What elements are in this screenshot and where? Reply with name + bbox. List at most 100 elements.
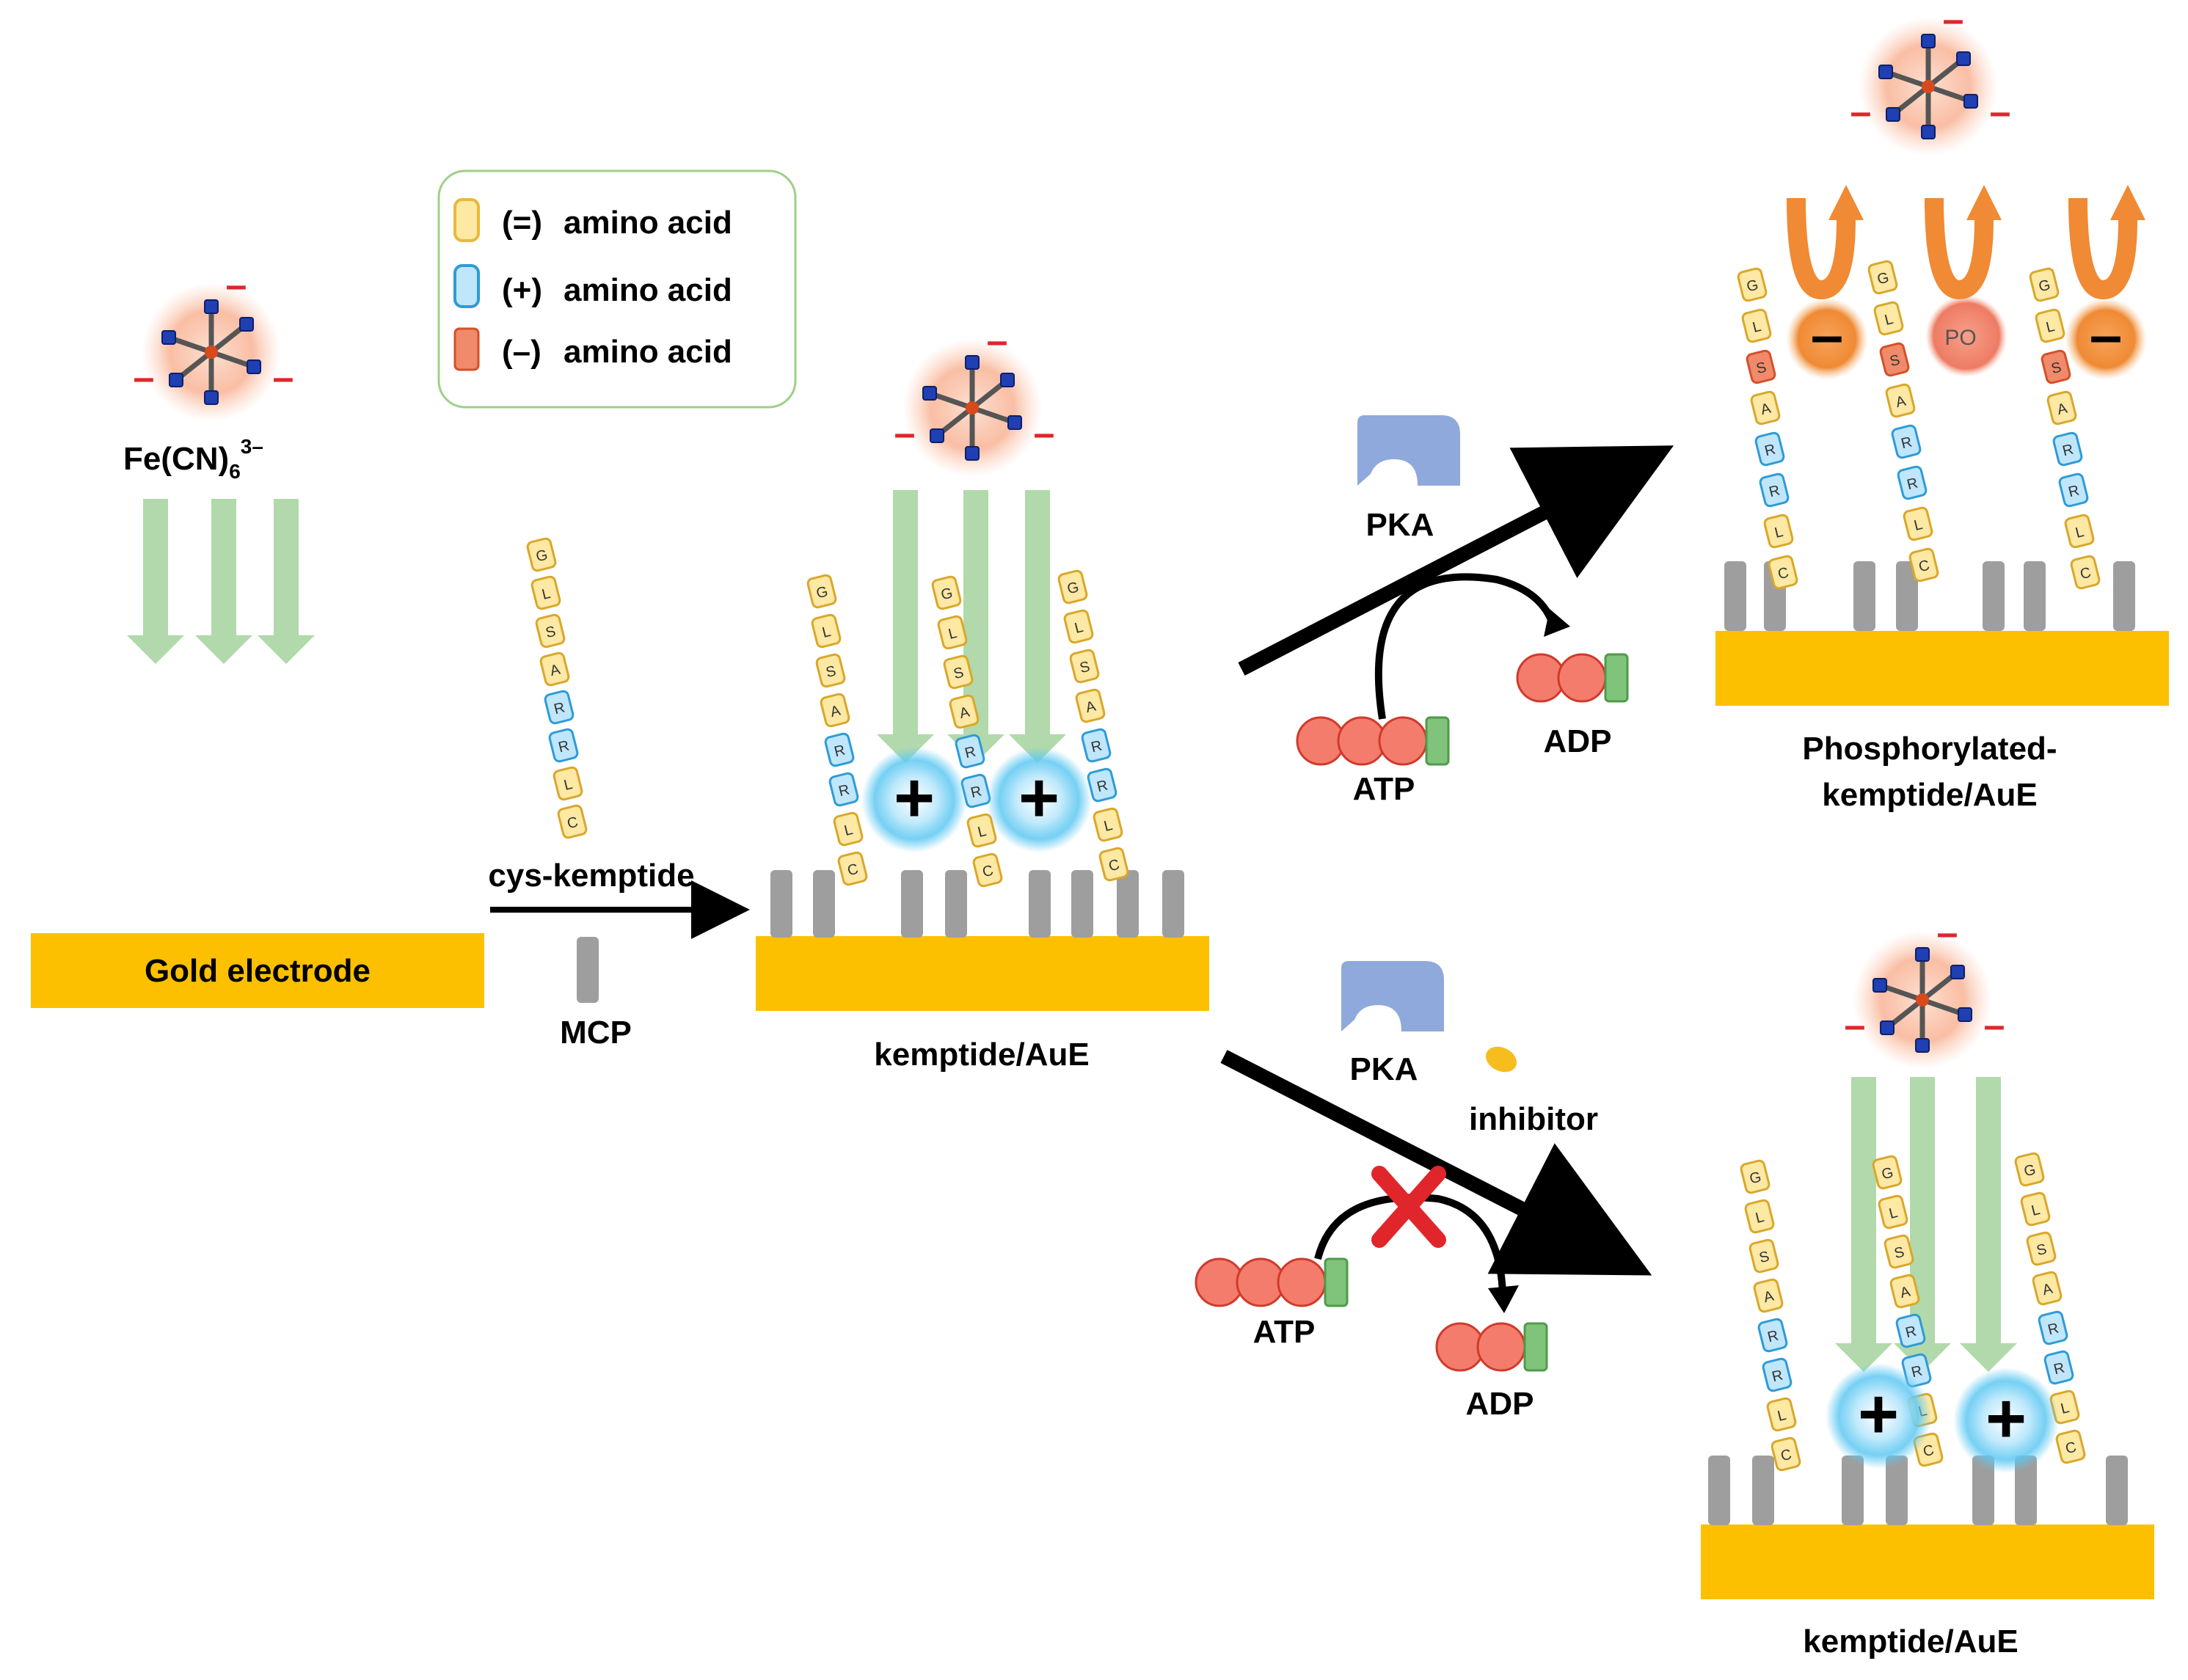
residue-r: R (955, 734, 985, 769)
residue-a: A (2046, 390, 2077, 426)
residue-box (820, 693, 850, 728)
legend-positive-text: amino acid (564, 272, 732, 308)
nitrogen-atom (1915, 947, 1930, 962)
residue-s: S (1069, 649, 1100, 684)
residue-letter: L (2030, 1202, 2041, 1219)
residue-letter: S (2035, 1241, 2048, 1260)
residue-l: L (1878, 1194, 1908, 1230)
phosphorylated-label-line2: kemptide/AuE (1822, 777, 2037, 813)
residue-g: G (806, 574, 837, 609)
residue-box (1897, 465, 1928, 500)
residue-box (2032, 1271, 2063, 1306)
negative-charge-ball (2065, 298, 2147, 380)
residue-s: S (2026, 1231, 2057, 1266)
conversion-arrow-top-head (1544, 609, 1570, 637)
residue-box (2046, 390, 2077, 426)
residue-r: R (1762, 1357, 1793, 1392)
residue-box (1771, 1436, 1801, 1472)
residue-letter: L (1754, 1209, 1765, 1227)
residue-letter: L (2059, 1400, 2071, 1417)
mcp-rod (770, 870, 792, 938)
residue-letter: G (534, 547, 549, 565)
electrode-top-right (1715, 631, 2169, 706)
residue-c: C (1098, 847, 1129, 882)
negative-charge-ball-sign: – (2090, 302, 2123, 368)
nucleoside-block (1324, 1257, 1349, 1307)
gold-electrode-bar (31, 933, 484, 1008)
residue-letter: A (1762, 1288, 1776, 1306)
residue-r: R (1895, 1313, 1926, 1348)
residue-r: R (2058, 472, 2089, 508)
residue-box (1766, 1397, 1797, 1432)
mcp-rod (2024, 561, 2046, 631)
residue-l: L (1873, 301, 1904, 336)
negative-charge-sign: – (226, 264, 247, 307)
residue-letter: G (2037, 277, 2052, 295)
residue-a: A (1889, 1274, 1920, 1309)
repel-arrow-head (1966, 185, 2002, 220)
residue-c: C (1768, 555, 1798, 590)
residue-r: R (1759, 472, 1790, 508)
nitrogen-atom (1886, 107, 1900, 122)
mcp-rod (1071, 870, 1093, 938)
residue-box (1908, 547, 1939, 582)
nitrogen-atom (169, 373, 183, 387)
negative-charge-sign: – (1845, 1004, 1866, 1047)
residue-box (553, 766, 583, 801)
atp-label-top: ATP (1353, 771, 1415, 807)
residue-box (1754, 431, 1785, 467)
residue-r: R (1087, 767, 1117, 803)
residue-box (526, 537, 557, 572)
residue-box (539, 651, 570, 687)
residue-box (1069, 649, 1100, 684)
residue-letter: R (1906, 475, 1919, 494)
residue-letter: L (2074, 524, 2085, 541)
residue-letter: R (1766, 1328, 1780, 1346)
residue-l: L (2064, 514, 2095, 549)
repel-arrow-2 (1925, 185, 2002, 300)
blocked-x-stroke-2 (1371, 1166, 1446, 1248)
residue-box (1746, 349, 1776, 384)
residue-r: R (824, 732, 855, 767)
pka-enzyme-icon (1357, 415, 1460, 486)
legend-swatch-negative (453, 327, 480, 371)
residue-letter: R (1763, 442, 1777, 460)
residue-g: G (1740, 1159, 1771, 1194)
phosphate-circle (1476, 1322, 1526, 1372)
residue-box (1889, 1274, 1920, 1309)
pka-enzyme-icon (1341, 961, 1444, 1031)
legend: (=) amino acid (+) amino acid (–) amino … (437, 169, 797, 409)
residue-l: L (1063, 609, 1094, 644)
residue-letter: A (828, 702, 842, 720)
residue-box (1744, 1199, 1775, 1234)
nitrogen-atom (1878, 65, 1893, 79)
ferricyanide-label-base: Fe(CN) (123, 441, 229, 477)
residue-letter: R (1768, 483, 1782, 501)
residue-box (828, 772, 859, 807)
residue-letter: G (1875, 269, 1890, 288)
residue-c: C (2070, 555, 2101, 590)
inhibitor-label: inhibitor (1469, 1101, 1598, 1137)
residue-letter: S (1757, 1249, 1771, 1267)
negative-charge-sign: – (1984, 1004, 2005, 1047)
legend-neutral-text: amino acid (564, 205, 732, 241)
repel-arrow-3 (2068, 185, 2145, 300)
mcp-rod (1162, 870, 1184, 938)
positive-charge-middle-2: + (986, 747, 1092, 852)
mcp-rod (1842, 1456, 1864, 1525)
residue-a: A (2032, 1271, 2063, 1306)
residue-r: R (1757, 1318, 1788, 1353)
adp-label-bottom: ADP (1466, 1386, 1534, 1422)
iron-atom (1922, 80, 1935, 93)
phosphate-circle (1277, 1257, 1327, 1307)
residue-g: G (2014, 1152, 2045, 1187)
residue-a: A (820, 693, 850, 728)
mcp-rod (945, 870, 967, 938)
negative-charge-sign: – (1937, 912, 1958, 954)
residue-letter: G (2022, 1161, 2037, 1180)
nitrogen-atom (204, 390, 219, 405)
